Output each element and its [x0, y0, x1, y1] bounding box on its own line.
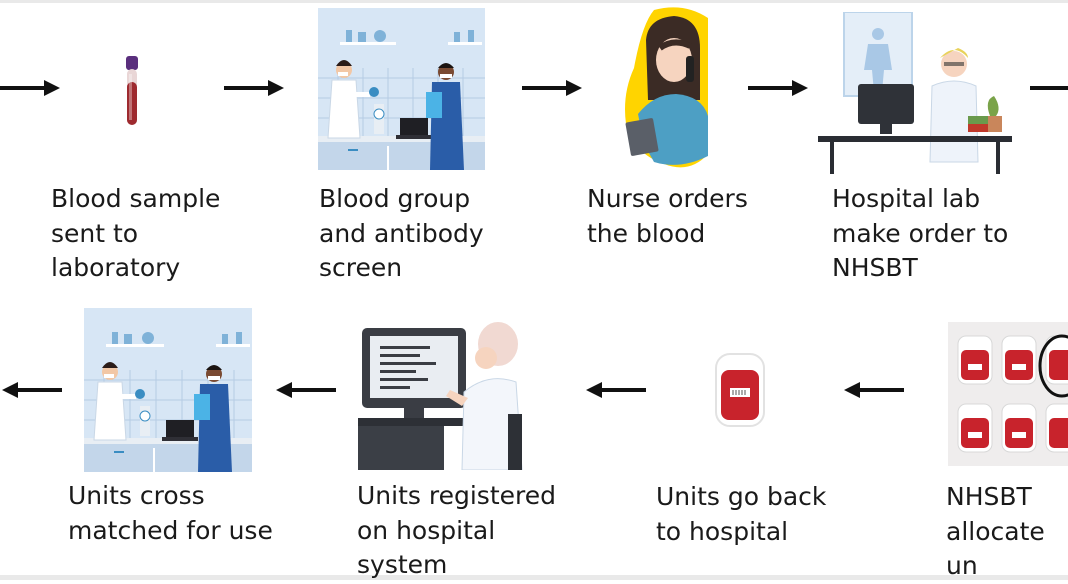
arrow-left-4 — [2, 382, 62, 398]
arrow-right-3 — [748, 80, 808, 96]
step-label-blood-group: Blood group and antibody screen — [319, 184, 484, 282]
step-label-units-go-back: Units go back to hospital — [656, 482, 827, 546]
step-label-blood-sample: Blood sample sent to laboratory — [51, 184, 221, 282]
step-label-units-cross-matched: Units cross matched for use — [68, 481, 273, 545]
step-label-nurse-orders: Nurse orders the blood — [587, 184, 748, 248]
step-label-units-registered: Units registered on hospital system — [357, 481, 556, 579]
blood-bags-grid-image — [948, 322, 1068, 466]
arrow-right-2 — [522, 80, 582, 96]
arrow-left-1 — [844, 382, 904, 398]
staff-computer-image — [358, 322, 523, 470]
arrow-left-3 — [276, 382, 336, 398]
step-label-hospital-lab: Hospital lab make order to NHSBT — [832, 184, 1009, 282]
arrow-left-2 — [586, 382, 646, 398]
bottom-border — [0, 575, 1068, 580]
lab-crossmatch-image — [84, 308, 252, 472]
arrow-right-0 — [0, 80, 60, 96]
blood-bag-icon — [715, 353, 765, 427]
top-border — [0, 0, 1068, 3]
step-label-nhsbt-allocate: NHSBT allocate un — [946, 482, 1045, 580]
arrow-right-4 — [1030, 86, 1068, 90]
nurse-phone-image — [625, 7, 708, 168]
arrow-right-1 — [224, 80, 284, 96]
blood-tube-icon — [126, 56, 138, 125]
lab-scientists-image — [318, 8, 485, 170]
lab-worker-desk-image — [818, 12, 1012, 174]
